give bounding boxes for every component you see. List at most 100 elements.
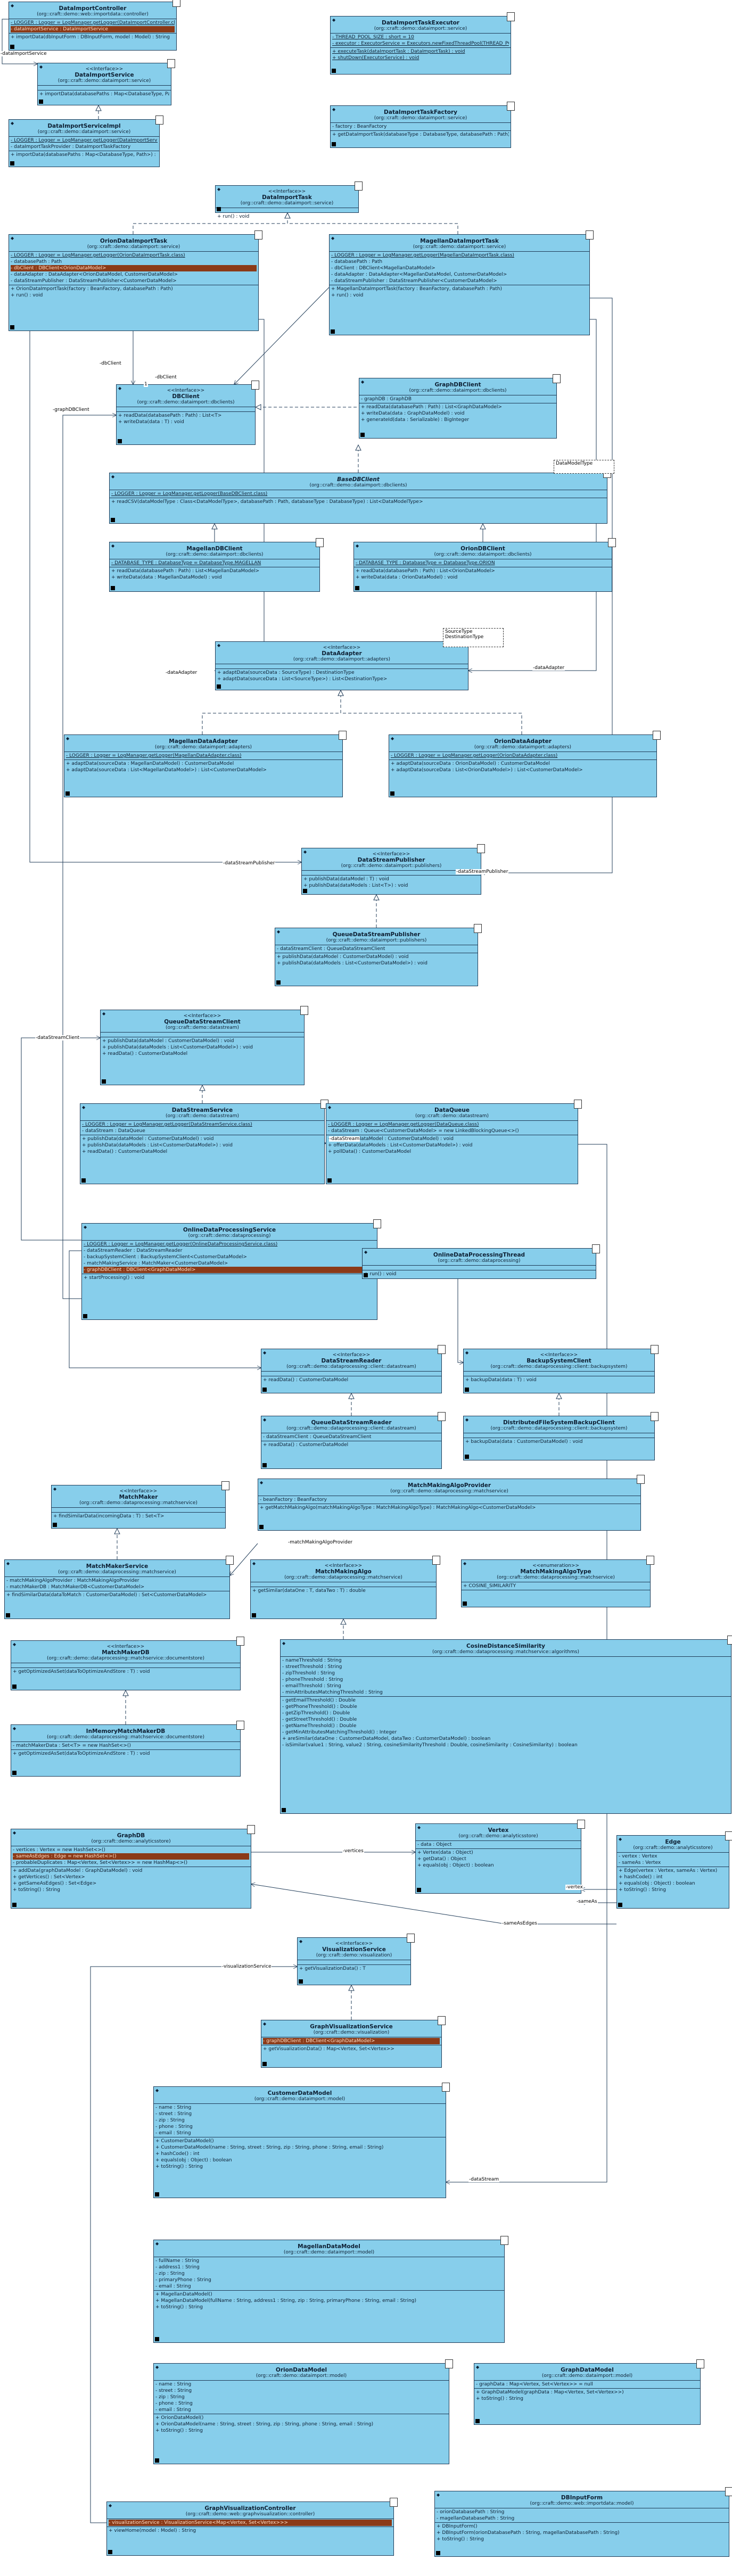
operation[interactable]: + getVisualizationData() : T xyxy=(299,1966,366,1971)
attribute[interactable]: - DATABASE_TYPE : DatabaseType = Databas… xyxy=(356,560,495,566)
operation[interactable]: + toString() : String xyxy=(155,2428,203,2433)
attribute[interactable]: - LOGGER : Logger = LogManager.getLogger… xyxy=(82,1122,252,1127)
operation[interactable]: + getVertices() : Set<Vertex> xyxy=(13,1875,85,1880)
class-match-making-algo-type[interactable]: ◆<<enumeration>>MatchMakingAlgoType(org:… xyxy=(461,1556,654,1607)
class-match-making-algo-provider[interactable]: ◆MatchMakingAlgoProvider(org::craft::dem… xyxy=(258,1475,645,1531)
class-data-import-task[interactable]: ◆<<Interface>>DataImportTask(org::craft:… xyxy=(215,181,363,219)
operation[interactable]: + getSimilar(dataOne : T, dataTwo : T) :… xyxy=(252,1588,366,1594)
class-data-stream-service[interactable]: ◆DataStreamService(org::craft::demo::dat… xyxy=(80,1100,328,1184)
operation[interactable]: + OrionDataModel() xyxy=(155,2415,204,2421)
operation[interactable]: + toString() : String xyxy=(437,2537,484,2542)
attribute[interactable]: - primaryPhone : String xyxy=(155,2277,211,2283)
class-online-data-processing-thread[interactable]: ◆OnlineDataProcessingThread(org::craft::… xyxy=(362,1244,600,1279)
operation[interactable]: + MagellanDataImportTask(factory : BeanF… xyxy=(331,286,502,292)
class-data-queue[interactable]: ◆DataQueue(org::craft::demo::datastream)… xyxy=(326,1100,582,1184)
operation[interactable]: + readData() : CustomerDataModel xyxy=(82,1149,168,1154)
operation[interactable]: - getNameThreshold() : Double xyxy=(282,1723,357,1729)
operation[interactable]: + publishData(dataModels : List<Customer… xyxy=(102,1045,253,1050)
attribute[interactable]: - dataStreamPublisher : DataStreamPublis… xyxy=(331,278,497,284)
operation[interactable]: - getZipThreshold() : Double xyxy=(282,1711,350,1716)
operation[interactable]: + MagellanDataModel(fullName : String, a… xyxy=(155,2298,417,2303)
attribute[interactable]: - sameAs : Vertex xyxy=(619,1860,661,1865)
class-online-data-processing-service[interactable]: ◆OnlineDataProcessingService(org::craft:… xyxy=(81,1219,381,1320)
attribute[interactable]: - LOGGER : Logger = LogManager.getLogger… xyxy=(391,753,558,758)
operation[interactable]: + equals(obj : Object) : boolean xyxy=(417,1863,494,1868)
operation[interactable]: + publishData(dataModel : CustomerDataMo… xyxy=(82,1136,214,1142)
attribute[interactable]: - dataImportService : DataImportService xyxy=(11,26,175,32)
operation[interactable]: + adaptData(sourceData : List<MagellanDa… xyxy=(66,767,267,773)
operation[interactable]: + CustomerDataModel() xyxy=(155,2139,214,2144)
class-data-stream-reader[interactable]: ◆<<Interface>>DataStreamReader(org::craf… xyxy=(261,1345,446,1393)
operation[interactable]: + getVisualizationData() : Map<Vertex, S… xyxy=(263,2046,394,2052)
operation[interactable]: - getStreetThreshold() : Double xyxy=(282,1717,357,1722)
attribute[interactable]: - minAttributesMatchingThreshold : Strin… xyxy=(282,1690,383,1695)
operation[interactable]: + offerData(dataModels : List<CustomerDa… xyxy=(328,1143,473,1148)
attribute[interactable]: - graphDBClient : DBClient<GraphDataMode… xyxy=(84,1267,375,1273)
operation[interactable]: + writeData(data : OrionDataModel) : voi… xyxy=(356,575,458,580)
class-graph-dbclient[interactable]: ◆GraphDBClient(org::craft::demo::dataimp… xyxy=(359,374,561,439)
class-match-maker-service[interactable]: ◆MatchMakerService(org::craft::demo::dat… xyxy=(4,1556,234,1619)
attribute[interactable]: - email : String xyxy=(155,2407,191,2413)
operation[interactable]: + adaptData(sourceData : MagellanDataMod… xyxy=(66,761,234,766)
operation[interactable]: + getDataImportTask(databaseType : Datab… xyxy=(332,132,509,137)
operation[interactable]: + viewHome(model : Model) : String xyxy=(109,2528,196,2533)
attribute[interactable]: - zipThreshold : String xyxy=(282,1671,335,1676)
operation[interactable]: + toString() : String xyxy=(619,1887,666,1893)
class-magellan-data-import-task[interactable]: ◆MagellanDataImportTask(org::craft::demo… xyxy=(329,230,594,335)
class-backup-system-client[interactable]: ◆<<Interface>>BackupSystemClient(org::cr… xyxy=(463,1345,659,1393)
operation[interactable]: + readData(databasePath : Path) : List<G… xyxy=(361,404,502,410)
class-data-import-task-executor[interactable]: ◆DataImportTaskExecutor(org::craft::demo… xyxy=(330,12,515,75)
class-data-adapter[interactable]: ◆<<Interface>>DataAdapter(org::craft::de… xyxy=(215,638,472,690)
attribute[interactable]: - probableDuplicates : Map<Vertex, Set<V… xyxy=(13,1860,188,1865)
attribute[interactable]: - zip : String xyxy=(155,2271,185,2276)
operation[interactable]: + readData() : CustomerDataModel xyxy=(263,1377,349,1383)
attribute[interactable]: - factory : BeanFactory xyxy=(332,124,387,129)
attribute[interactable]: - databasePath : Path xyxy=(331,259,383,265)
attribute[interactable]: - phone : String xyxy=(155,2124,193,2129)
attribute[interactable]: - graphData : Map<Vertex, Set<Vertex>> =… xyxy=(476,2382,593,2387)
operation[interactable]: + Vertex(data : Object) xyxy=(417,1850,473,1855)
operation[interactable]: + getSameAsEdges() : Set<Edge> xyxy=(13,1881,97,1886)
attribute[interactable]: - zip : String xyxy=(155,2118,185,2123)
class-orion-data-adapter[interactable]: ◆OrionDataAdapter(org::craft::demo::data… xyxy=(389,731,661,797)
operation[interactable]: + pollData() : CustomerDataModel xyxy=(328,1149,412,1154)
attribute[interactable]: - dataStreamClient : QueueDataStreamClie… xyxy=(263,1434,372,1440)
class-base-dbclient[interactable]: ◆BaseDBClient(org::craft::demo::dataimpo… xyxy=(109,469,611,524)
attribute[interactable]: - fullName : String xyxy=(155,2258,200,2264)
attribute[interactable]: - vertex : Vertex xyxy=(619,1854,657,1859)
attribute[interactable]: - LOGGER : Logger = LogManager.getLogger… xyxy=(84,1242,278,1247)
operation[interactable]: - isSimilar(value1 : String, value2 : St… xyxy=(282,1743,578,1748)
operation[interactable]: + offerData(dataModel : CustomerDataMode… xyxy=(328,1136,454,1142)
operation[interactable]: + writeData(data : GraphDataModel) : voi… xyxy=(361,411,465,416)
class-queue-data-stream-client[interactable]: ◆<<Interface>>QueueDataStreamClient(org:… xyxy=(100,1006,308,1085)
attribute[interactable]: - dbClient : DBClient<MagellanDataModel> xyxy=(331,266,435,271)
attribute[interactable]: - dataAdapter : DataAdapter<OrionDataMod… xyxy=(11,272,178,277)
operation[interactable]: + CustomerDataModel(name : String, stree… xyxy=(155,2145,384,2150)
operation[interactable]: + importData(databasePaths : Map<Databas… xyxy=(39,92,169,97)
class-magellan-dbclient[interactable]: ◆MagellanDBClient(org::craft::demo::data… xyxy=(109,538,324,592)
attribute[interactable]: - databasePath : Path xyxy=(11,259,62,265)
class-data-import-service-impl[interactable]: ◆DataImportServiceImpl(org::craft::demo:… xyxy=(9,115,163,167)
attribute[interactable]: - LOGGER : Logger = LogManager.getLogger… xyxy=(331,253,514,258)
class-orion-data-model[interactable]: ◆OrionDataModel(org::craft::demo::dataim… xyxy=(153,2359,453,2464)
attribute[interactable]: - matchMakingService : MatchMaker<Custom… xyxy=(84,1261,228,1266)
class-customer-data-model[interactable]: ◆CustomerDataModel(org::craft::demo::dat… xyxy=(153,2083,450,2198)
attribute[interactable]: - DATABASE_TYPE : DatabaseType = Databas… xyxy=(111,560,261,566)
operation[interactable]: + readData() : CustomerDataModel xyxy=(263,1442,349,1448)
operation[interactable]: + adaptData(sourceData : OrionDataModel)… xyxy=(391,761,550,766)
attribute[interactable]: - dataStreamPublisher : DataStreamPublis… xyxy=(11,278,177,284)
operation[interactable]: + toString() : String xyxy=(476,2396,523,2401)
operation[interactable]: + getMatchMakingAlgo(matchMakingAlgoType… xyxy=(260,1505,536,1510)
attribute[interactable]: - dataImportTaskProvider : DataImportTas… xyxy=(11,144,131,150)
operation[interactable]: + equals(obj : Object) : boolean xyxy=(619,1881,695,1886)
operation[interactable]: + backupData(data : CustomerDataModel) :… xyxy=(465,1439,583,1444)
class-vertex[interactable]: ◆Vertex(org::craft::demo::analyticsstore… xyxy=(415,1820,585,1894)
attribute[interactable]: - beanFactory : BeanFactory xyxy=(260,1497,327,1502)
operation[interactable]: + run() : void xyxy=(364,1272,397,1277)
operation[interactable]: + DBInputForm() xyxy=(437,2524,478,2529)
operation[interactable]: + getOptimizedAsSet(dataToOptimizeAndSto… xyxy=(13,1751,150,1756)
class-data-import-service[interactable]: ◆<<Interface>>DataImportService(org::cra… xyxy=(37,59,175,105)
attribute[interactable]: - THREAD_POOL_SIZE : short = 10 xyxy=(332,35,414,40)
attribute[interactable]: - backupSystemClient : BackupSystemClien… xyxy=(84,1254,247,1260)
operation[interactable]: + writeData(data : T) : void xyxy=(118,419,184,425)
